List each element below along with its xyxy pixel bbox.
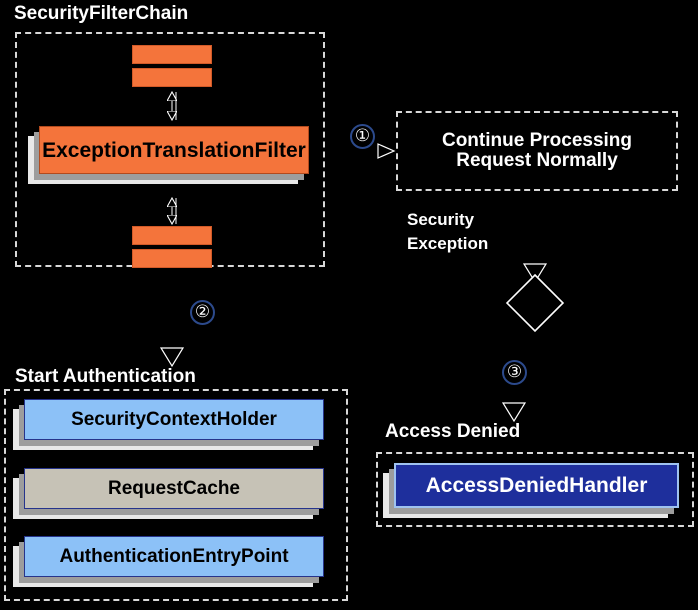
node-authentication-entry-point[interactable]: AuthenticationEntryPoint bbox=[24, 536, 324, 577]
arrow-security-exception-to-decision bbox=[522, 263, 548, 284]
node-exception-translation-filter[interactable]: ExceptionTranslationFilter bbox=[39, 126, 309, 174]
filter-bar-bottom-1 bbox=[132, 226, 212, 245]
step-circle-2: ② bbox=[190, 300, 215, 325]
node-label-authentication-entry-point: AuthenticationEntryPoint bbox=[59, 545, 289, 567]
node-access-denied-handler[interactable]: AccessDeniedHandler bbox=[394, 463, 679, 508]
node-label-access-denied-handler: AccessDeniedHandler bbox=[425, 473, 648, 497]
step-circle-1: ① bbox=[350, 124, 375, 149]
arrow-step-2 bbox=[159, 347, 185, 368]
node-request-cache[interactable]: RequestCache bbox=[24, 468, 324, 509]
node-label-exception-translation-filter: ExceptionTranslationFilter bbox=[42, 138, 306, 162]
group-box-access-denied bbox=[376, 452, 694, 527]
group-title-start-authentication: Start Authentication bbox=[15, 366, 196, 387]
step-circle-3: ③ bbox=[502, 360, 527, 385]
decision-diamond bbox=[505, 273, 565, 333]
node-security-context-holder[interactable]: SecurityContextHolder bbox=[24, 399, 324, 440]
node-label-security-context-holder: SecurityContextHolder bbox=[71, 408, 277, 430]
node-label-request-cache: RequestCache bbox=[108, 477, 240, 499]
arrow-step-3 bbox=[501, 402, 527, 423]
filter-bar-top-1 bbox=[132, 45, 212, 64]
group-box-continue-processing: Continue Processing Request Normally bbox=[396, 111, 678, 191]
filter-bar-top-2 bbox=[132, 68, 212, 87]
group-title-access-denied: Access Denied bbox=[385, 421, 521, 442]
arrow-step-1 bbox=[377, 143, 396, 159]
security-exception-label-line-1: Security bbox=[407, 210, 475, 229]
group-box-start-authentication bbox=[4, 389, 348, 601]
group-title-security-filter-chain: SecurityFilterChain bbox=[14, 3, 189, 24]
security-exception-label-line-2: Exception bbox=[407, 234, 489, 253]
continue-processing-line-2: Request Normally bbox=[456, 150, 618, 171]
continue-processing-line-1: Continue Processing bbox=[441, 130, 633, 151]
filter-bar-bottom-2 bbox=[132, 249, 212, 268]
